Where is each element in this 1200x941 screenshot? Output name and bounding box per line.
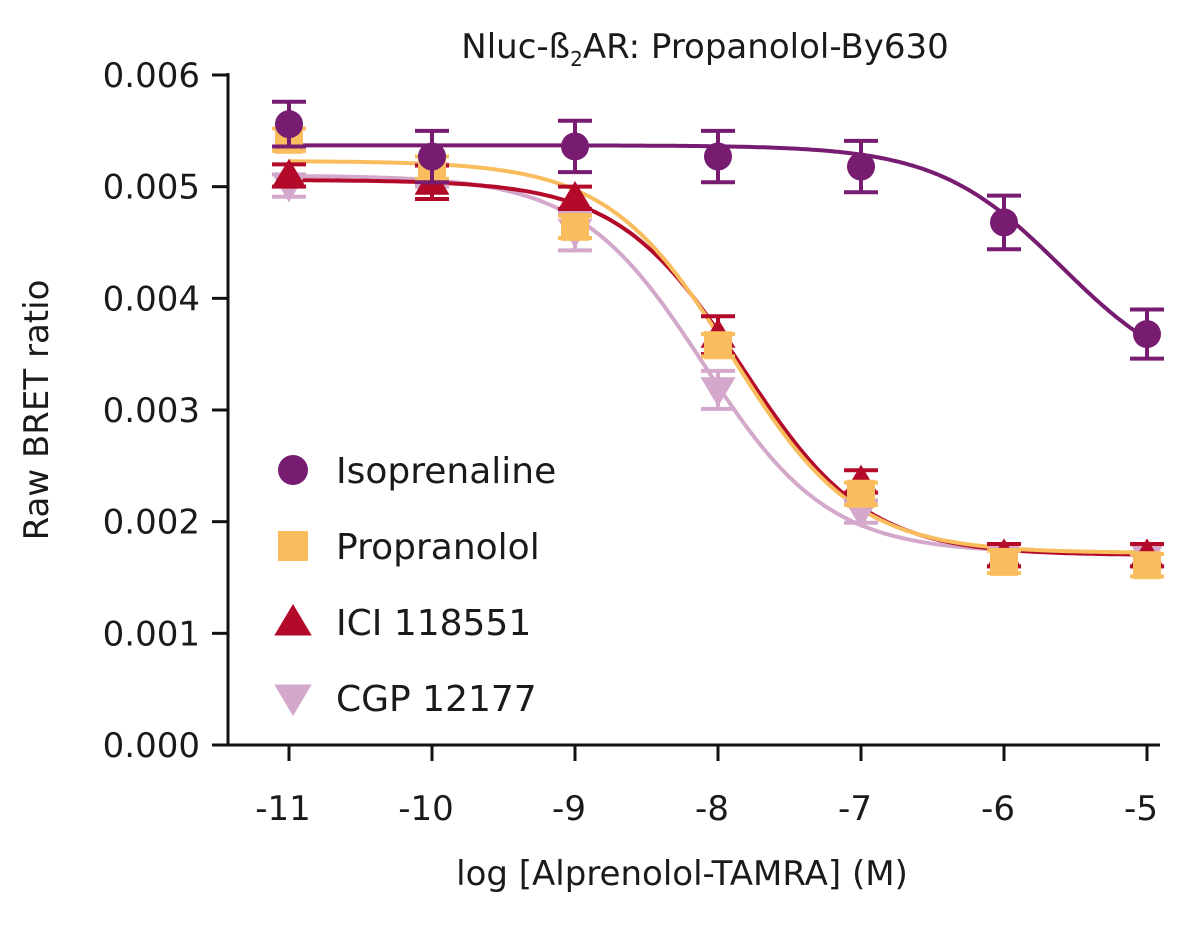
legend-label: Propranolol — [336, 527, 540, 568]
data-point — [990, 547, 1018, 576]
data-point — [704, 331, 732, 360]
y-tick-label: 0.000 — [103, 726, 200, 766]
x-tick-label: -5 — [1124, 789, 1158, 829]
legend-marker — [278, 455, 308, 485]
legend-label: Isoprenaline — [336, 451, 556, 492]
data-point — [275, 110, 303, 139]
data-point — [847, 479, 875, 508]
legend-marker — [274, 684, 312, 716]
y-tick-label: 0.005 — [103, 168, 200, 208]
data-point — [561, 132, 589, 161]
axes: 0.000 0.001 0.002 0.003 0.004 0.005 0.006 -11 -1… — [103, 56, 1160, 829]
x-tick-label: -9 — [552, 789, 586, 829]
series-isoprenaline — [272, 99, 1164, 361]
y-tick-label: 0.006 — [103, 56, 200, 96]
x-tick-label: -6 — [981, 789, 1015, 829]
series-ici-118551 — [271, 158, 1165, 569]
y-axis-label: Raw BRET ratio — [17, 280, 57, 541]
fit-curve-cgp-12177 — [289, 174, 1147, 555]
x-tick-label: -7 — [838, 789, 872, 829]
y-tick-label: 0.003 — [103, 391, 200, 431]
legend-label: CGP 12177 — [336, 679, 537, 720]
data-point — [1133, 320, 1161, 349]
y-tick-label: 0.001 — [103, 614, 200, 654]
data-point — [1133, 551, 1161, 580]
series-cgp-12177 — [271, 162, 1165, 572]
legend-marker — [278, 531, 308, 561]
x-tick-label: -10 — [398, 789, 454, 829]
legend-label: ICI 118551 — [336, 603, 531, 644]
legend-marker — [274, 604, 312, 636]
y-tick-label: 0.004 — [103, 279, 200, 319]
x-axis-label: log [Alprenolol-TAMRA] (M) — [456, 854, 908, 894]
y-tick-label: 0.002 — [103, 503, 200, 543]
data-point — [271, 158, 307, 189]
data-point — [704, 142, 732, 171]
data-point — [990, 208, 1018, 237]
data-point — [847, 152, 875, 181]
x-tick-label: -11 — [255, 789, 311, 829]
data-point — [418, 142, 446, 171]
data-point — [561, 212, 589, 241]
data-points — [271, 99, 1165, 580]
data-point — [700, 377, 736, 407]
chart-title: Nluc-ß2AR: Propanolol-By630 — [461, 27, 948, 71]
data-point — [557, 181, 593, 211]
fit-curve-ici-118551 — [289, 178, 1147, 557]
series-propranolol — [272, 125, 1164, 580]
x-tick-label: -8 — [695, 789, 729, 829]
